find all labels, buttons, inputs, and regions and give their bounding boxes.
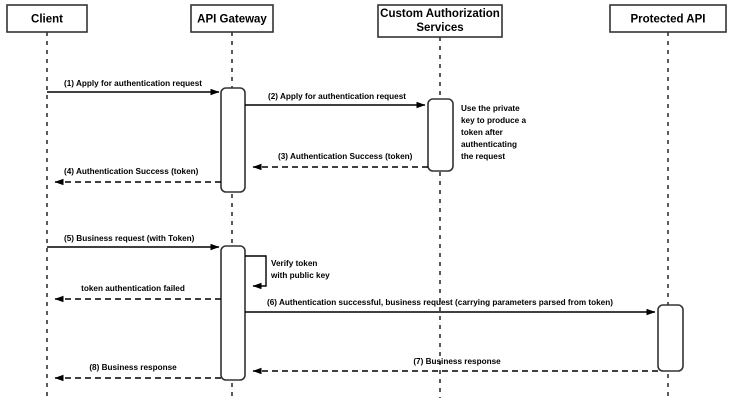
message-2-label: (2) Apply for authentication request xyxy=(268,92,406,101)
message-4-label: (4) Authentication Success (token) xyxy=(64,167,199,176)
message-8[interactable]: (8) Business response xyxy=(54,363,221,382)
activation-custom-auth xyxy=(427,98,454,172)
participant-protected-api-label: Protected API xyxy=(631,14,706,26)
message-1[interactable]: (1) Apply for authentication request xyxy=(47,79,220,96)
note-private-key-line-4: authenticating xyxy=(461,140,517,149)
message-6-label: (6) Authentication successful, business … xyxy=(267,298,613,307)
note-private-key-line-2: key to produce a xyxy=(461,116,527,125)
activation-protected-api xyxy=(657,304,684,372)
participant-client[interactable]: Client xyxy=(6,4,88,33)
participant-api-gateway-label: API Gateway xyxy=(197,14,267,26)
participant-client-label: Client xyxy=(31,14,63,26)
note-verify-token-line-2: with public key xyxy=(270,271,330,280)
note-private-key: Use the private key to produce a token a… xyxy=(461,104,527,161)
message-7-label: (7) Business response xyxy=(413,357,501,366)
message-1-label: (1) Apply for authentication request xyxy=(64,79,202,88)
message-5-label: (5) Business request (with Token) xyxy=(64,234,195,243)
message-8-label: (8) Business response xyxy=(89,363,177,372)
message-3-label: (3) Authentication Success (token) xyxy=(278,152,413,161)
message-6[interactable]: (6) Authentication successful, business … xyxy=(245,298,656,316)
participant-custom-auth-label-line1: Custom Authorization xyxy=(380,8,500,20)
message-5[interactable]: (5) Business request (with Token) xyxy=(47,234,220,251)
activation-api-gateway-business xyxy=(220,245,246,381)
message-token-auth-failed-label: token authentication failed xyxy=(81,284,185,293)
note-private-key-line-1: Use the private xyxy=(461,104,520,113)
message-token-auth-failed[interactable]: token authentication failed xyxy=(54,284,221,303)
message-4[interactable]: (4) Authentication Success (token) xyxy=(54,167,221,186)
note-private-key-line-3: token after xyxy=(461,128,504,137)
participant-protected-api[interactable]: Protected API xyxy=(609,4,727,33)
note-verify-token-line-1: Verify token xyxy=(271,259,317,268)
self-call-verify-token[interactable]: Verify token with public key xyxy=(245,255,330,290)
message-3[interactable]: (3) Authentication Success (token) xyxy=(252,152,428,171)
participant-api-gateway[interactable]: API Gateway xyxy=(190,4,274,33)
message-7[interactable]: (7) Business response xyxy=(252,357,658,375)
participant-custom-auth-label-line2: Services xyxy=(416,22,463,34)
message-2[interactable]: (2) Apply for authentication request xyxy=(245,92,426,109)
note-private-key-line-5: the request xyxy=(461,152,505,161)
participant-custom-auth[interactable]: Custom Authorization Services xyxy=(377,4,503,38)
activation-api-gateway-auth xyxy=(220,87,246,193)
